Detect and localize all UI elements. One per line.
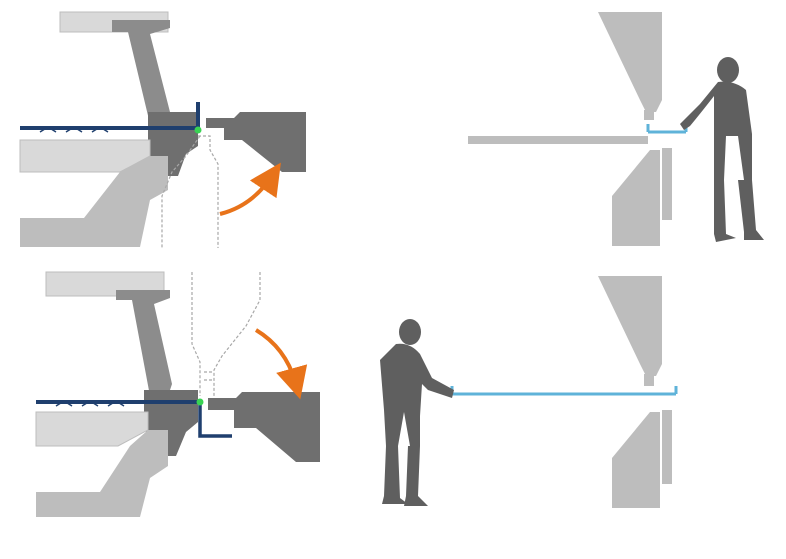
operator-leg-left	[714, 180, 736, 242]
lower-beam	[612, 412, 660, 508]
workpiece-long	[450, 386, 678, 396]
operator-figure	[380, 319, 454, 506]
operator-leg-left	[382, 446, 408, 504]
lower-beam	[612, 150, 660, 246]
lower-die-holder	[662, 148, 672, 220]
lower-bed	[36, 430, 168, 517]
tool-ghost-detail	[204, 371, 214, 381]
workpiece-bent	[646, 124, 688, 134]
upper-clamp-arm	[112, 20, 170, 124]
tool-ghost-outline-right	[213, 272, 261, 396]
lower-die-holder	[662, 410, 672, 484]
sheet-flange-down	[198, 402, 232, 438]
sheet-support-fingers	[39, 126, 109, 133]
sheet-metal	[20, 126, 200, 130]
tool-ghost-outline	[198, 135, 219, 248]
sheet-support-fingers	[55, 400, 125, 407]
contact-point	[194, 126, 202, 134]
lower-table	[35, 411, 149, 447]
operator-torso	[680, 81, 752, 180]
operator-figure	[680, 57, 764, 242]
operator-torso	[380, 343, 454, 446]
sheet-flange-up	[196, 102, 200, 130]
upper-ram	[598, 276, 662, 376]
panel-top-right	[468, 12, 764, 246]
panel-bottom-left	[35, 271, 326, 517]
upper-punch-tip	[644, 374, 654, 386]
lower-bed	[20, 156, 168, 247]
tool-ghost-outline-left	[161, 135, 201, 248]
operator-head	[717, 57, 739, 83]
upper-punch-tip	[644, 110, 654, 120]
operator-leg-right	[738, 180, 764, 240]
bending-tool	[206, 112, 306, 172]
sheet-support-bar	[468, 136, 648, 144]
bending-tool	[208, 392, 320, 462]
contact-point	[196, 398, 204, 406]
upper-ram	[598, 12, 662, 112]
upper-clamp-arm	[116, 290, 172, 396]
swing-up-arrow	[219, 162, 281, 216]
operator-leg-right	[404, 446, 428, 506]
panel-bottom-right	[380, 276, 678, 508]
tool-ghost-outline-left	[191, 272, 201, 396]
operator-head	[399, 319, 421, 345]
panel-top-left	[19, 11, 310, 248]
swing-down-arrow	[254, 328, 308, 400]
